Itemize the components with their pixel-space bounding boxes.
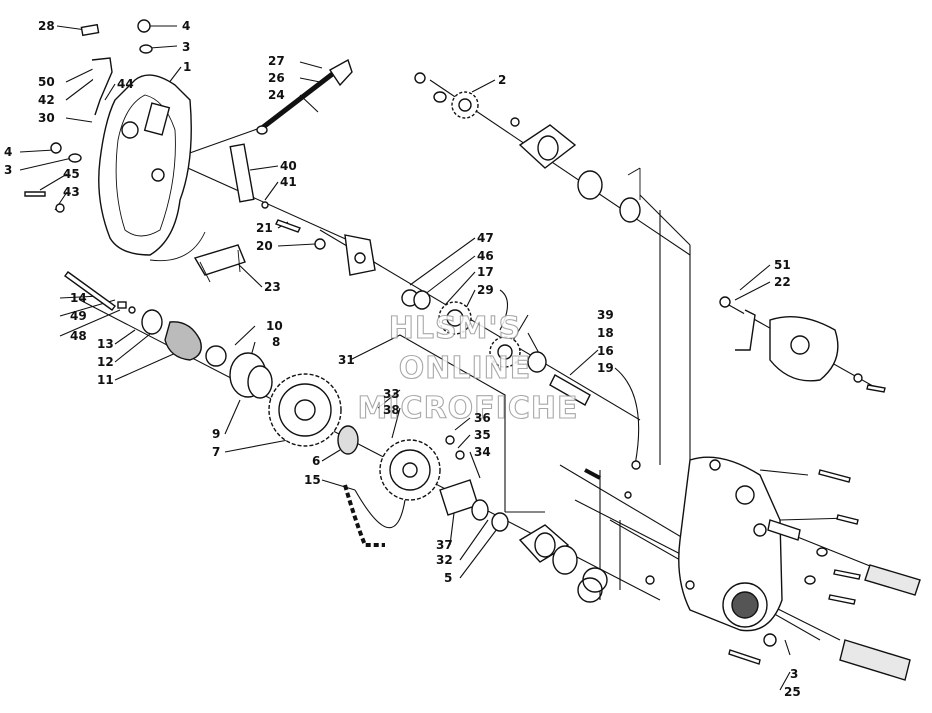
callout-29: 29	[477, 283, 494, 297]
watermark-line-3: MICROFICHE	[358, 391, 579, 426]
lower-sprocket-group	[379, 435, 608, 593]
callout-44: 44	[117, 77, 134, 91]
callout-12: 12	[97, 355, 114, 369]
output-shafts	[839, 564, 921, 681]
hardware-right	[577, 460, 861, 665]
callout-5: 5	[444, 571, 452, 585]
callout-1: 1	[183, 60, 191, 74]
callout-40: 40	[280, 159, 297, 173]
callout-8: 8	[272, 335, 280, 349]
mid-gear-stack	[401, 289, 591, 406]
callout-17: 17	[477, 265, 494, 279]
small-sprocket-chain	[337, 425, 385, 547]
watermark-line-1: HLSM'S	[389, 311, 521, 346]
callout-22: 22	[774, 275, 791, 289]
bracket	[193, 244, 246, 283]
callout-2: 2	[498, 73, 506, 87]
callout-20: 20	[256, 239, 273, 253]
callout-51: 51	[774, 258, 791, 272]
callout-41: 41	[280, 175, 297, 189]
large-sprocket	[268, 373, 342, 447]
callout-36: 36	[474, 411, 491, 425]
gearcase-housing	[678, 456, 801, 632]
callout-13: 13	[97, 337, 114, 351]
callout-16: 16	[597, 344, 614, 358]
callout-18: 18	[597, 326, 614, 340]
callout-6: 6	[312, 454, 320, 468]
right-angled-line-markers	[627, 167, 641, 200]
callout-45: 45	[63, 167, 80, 181]
callout-9: 9	[212, 427, 220, 441]
watermark: HLSM'S ONLINE MICROFICHE	[357, 310, 579, 426]
callout-27: 27	[268, 54, 285, 68]
callout-43: 43	[63, 185, 80, 199]
callout-37: 37	[436, 538, 453, 552]
callout-35: 35	[474, 428, 491, 442]
callout-26: 26	[268, 71, 285, 85]
callout-14: 14	[70, 291, 87, 305]
callout-48: 48	[70, 329, 87, 343]
callout-19: 19	[597, 361, 614, 375]
callout-4-left: 4	[4, 145, 12, 159]
callout-4-top: 4	[182, 19, 190, 33]
callout-25: 25	[784, 685, 801, 699]
callout-7: 7	[212, 445, 220, 459]
callout-23: 23	[264, 280, 281, 294]
callout-38: 38	[383, 403, 400, 417]
callout-24: 24	[268, 88, 285, 102]
callout-28: 28	[38, 19, 55, 33]
callout-33: 33	[383, 387, 400, 401]
callout-10: 10	[266, 319, 283, 333]
right-bracket-flange	[719, 296, 886, 393]
callout-31: 31	[338, 353, 355, 367]
callout-47: 47	[477, 231, 494, 245]
callout-34: 34	[474, 445, 491, 459]
callout-39: 39	[597, 308, 614, 322]
watermark-line-2: ONLINE	[399, 351, 532, 386]
callout-3-bottom: 3	[790, 667, 798, 681]
callout-labels: 28 4 3 1 50 44 42 30 4 3 45 43 27 26 24 …	[4, 19, 801, 699]
callout-42: 42	[38, 93, 55, 107]
callout-46: 46	[477, 249, 494, 263]
small-hardware-top-left	[24, 19, 153, 213]
callout-11: 11	[97, 373, 114, 387]
upper-sprocket-group	[414, 72, 641, 223]
callout-50: 50	[38, 75, 55, 89]
tensioner-assembly	[64, 271, 273, 399]
shaft-assembly	[229, 58, 353, 209]
callout-21: 21	[256, 221, 273, 235]
callout-3-left: 3	[4, 163, 12, 177]
callout-3-top: 3	[182, 40, 190, 54]
chaincase-cover	[98, 74, 206, 262]
bolt-washer-mid	[275, 219, 376, 276]
callout-30: 30	[38, 111, 55, 125]
callout-32: 32	[436, 553, 453, 567]
callout-49: 49	[70, 309, 87, 323]
callout-15: 15	[304, 473, 321, 487]
